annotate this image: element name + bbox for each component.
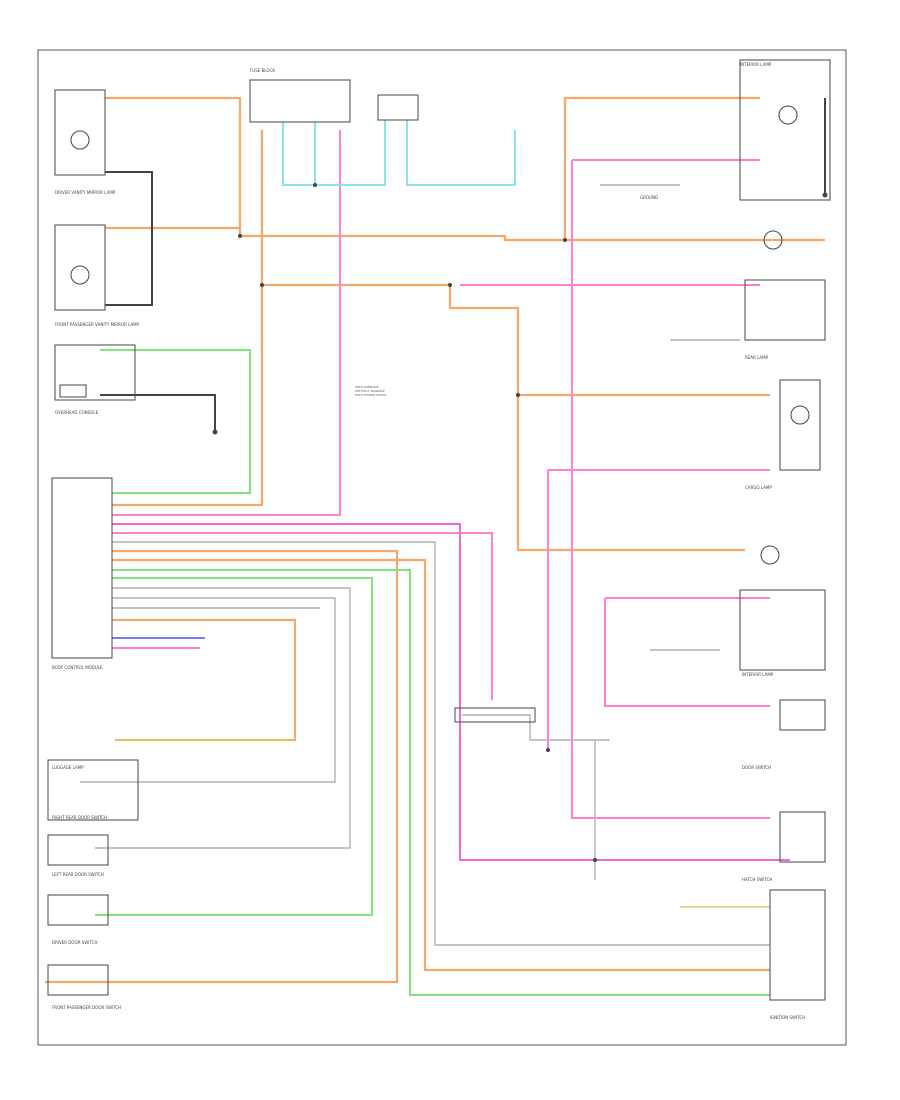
- right-switch-box-3: [779, 379, 821, 471]
- splice-5: [546, 748, 550, 752]
- right-lamp-1: [778, 105, 798, 125]
- magenta-wires: [112, 523, 790, 861]
- components: [47, 59, 831, 1001]
- label-rear-lamp: REAR LAMP: [745, 355, 769, 360]
- wire-magenta-1: [112, 523, 790, 861]
- body-control-module-box: [51, 477, 113, 659]
- wire-dark-1: [105, 171, 153, 306]
- lower-left-switch-box-3: [47, 894, 109, 926]
- dark-wires: [100, 98, 826, 430]
- label-cargo-lamp: CARGO LAMP: [745, 485, 772, 490]
- wire-orange-4: [262, 283, 745, 552]
- wire-orange-3: [112, 130, 264, 507]
- label-driver-door: DRIVER DOOR SWITCH: [52, 940, 98, 945]
- splice-6: [593, 858, 597, 862]
- wire-orange-7: [45, 549, 399, 984]
- green-wires: [95, 349, 770, 996]
- overhead-console-switch: [59, 384, 87, 398]
- label-door-switch: DOOR SWITCH: [742, 765, 772, 770]
- diagram-frame: [37, 49, 847, 1046]
- wire-pink-2: [112, 532, 493, 700]
- wire-green-2: [112, 569, 770, 996]
- label-driver-vanity: DRIVER VANITY MIRROR LAMP: [55, 190, 116, 195]
- label-body-module: BODY CONTROL MODULE: [52, 665, 103, 670]
- right-switch-box-5: [779, 699, 826, 731]
- label-right-rear-door: RIGHT REAR DOOR SWITCH: [52, 815, 107, 820]
- wire-cyan-3: [406, 120, 516, 186]
- wire-gray-1: [112, 541, 770, 946]
- overhead-console-box: [54, 344, 136, 401]
- ground-symbol-2: [212, 429, 218, 435]
- driver-vanity-bulb: [70, 130, 90, 150]
- label-passenger-door: FRONT PASSENGER DOOR SWITCH: [52, 1005, 122, 1010]
- splice-3: [563, 238, 567, 242]
- cyan-wires: [282, 120, 516, 186]
- label-ignition-switch: IGNITION SWITCH: [770, 1015, 806, 1020]
- passenger-vanity-bulb: [70, 265, 90, 285]
- lower-left-switch-box-4: [47, 964, 109, 996]
- orange-wires: [45, 96, 825, 984]
- wire-orange-6: [563, 96, 760, 240]
- center-junction: [454, 707, 536, 723]
- wire-cyan-1: [282, 120, 386, 186]
- wire-green-3: [95, 577, 373, 916]
- olive-wires: [115, 739, 770, 908]
- relay-box: [377, 94, 419, 121]
- right-switch-box-1: [739, 59, 831, 201]
- right-lamp-4: [760, 545, 780, 565]
- lower-left-switch-box-2: [47, 834, 109, 866]
- gray-wires: [80, 184, 770, 946]
- label-interior-lamp-upper: INTERIOR LAMP: [740, 62, 772, 67]
- label-hatch-switch: HATCH SWITCH: [742, 877, 773, 882]
- hatch-switch-box: [769, 889, 826, 1001]
- wire-orange-1: [105, 96, 825, 242]
- passenger-vanity-lamp-box: [54, 224, 106, 311]
- label-ground: GROUND: [640, 195, 659, 200]
- right-lamp-2: [763, 230, 783, 250]
- splice-2: [260, 283, 264, 287]
- right-switch-box-2: [744, 279, 826, 341]
- wire-pink-1: [112, 130, 341, 516]
- right-switch-box-4: [739, 589, 826, 671]
- fuse-block-box: [249, 79, 351, 123]
- driver-vanity-lamp-box: [54, 89, 106, 176]
- splice-8: [448, 283, 452, 287]
- label-left-rear-door: LEFT REAR DOOR SWITCH: [52, 872, 104, 877]
- splice-7: [313, 183, 317, 187]
- wire-gray-3: [80, 597, 336, 783]
- splice-1: [238, 234, 242, 238]
- splice-4: [516, 393, 520, 397]
- ground-symbol-1: [822, 192, 828, 198]
- wire-green-1: [100, 349, 251, 494]
- wire-orange-8: [112, 558, 770, 972]
- wire-dark-2: [100, 394, 216, 430]
- wire-pink-9: [604, 598, 770, 707]
- label-overhead-console: OVERHEAD CONSOLE: [55, 410, 99, 415]
- lower-left-switch-box-1: [47, 759, 139, 821]
- label-interior-lamp-lower: INTERIOR LAMP: [742, 672, 774, 677]
- label-passenger-vanity: FRONT PASSENGER VANITY MIRROR LAMP: [55, 322, 139, 327]
- pink-wires: [112, 130, 770, 819]
- right-switch-box-6: [779, 811, 826, 863]
- label-luggage-lamp: LUGGAGE LAMP: [52, 765, 84, 770]
- wire-pink-4: [571, 160, 770, 819]
- wire-gray-2: [95, 587, 351, 849]
- wire-gray-5: [462, 714, 610, 741]
- label-notes: WITH SUNROOF WITHOUT SUNROOF WITH POWER …: [355, 385, 386, 397]
- right-lamp-3: [790, 405, 810, 425]
- splices: [212, 183, 828, 862]
- label-fuse-block: FUSE BLOCK: [250, 68, 275, 73]
